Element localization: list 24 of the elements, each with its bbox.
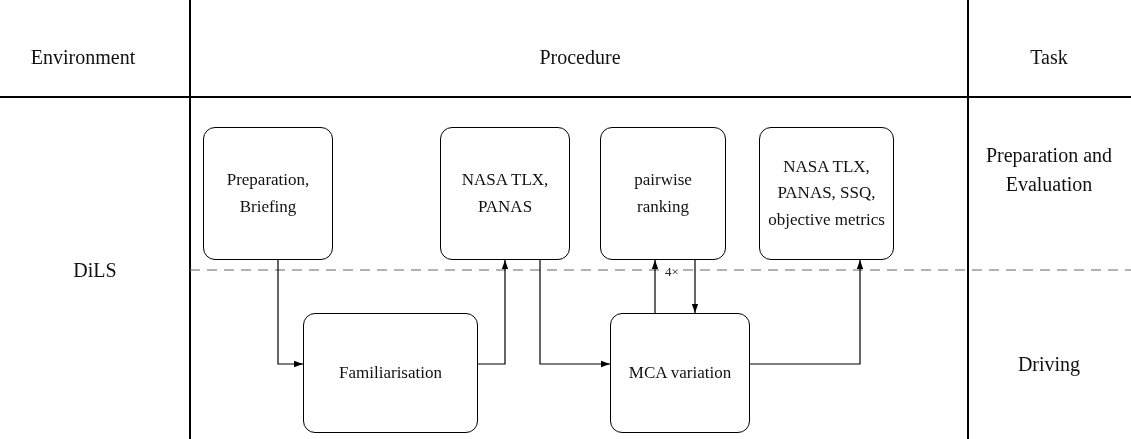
process-box — [759, 127, 894, 260]
process-box — [203, 127, 333, 260]
arrow — [651, 259, 659, 314]
arrow — [477, 259, 509, 365]
row-label: DiLS — [72, 257, 118, 283]
box-text: pairwise ranking — [633, 169, 693, 218]
column-header: Task — [1029, 44, 1069, 70]
arrow — [749, 259, 864, 365]
process-box — [610, 313, 750, 433]
process-box — [303, 313, 478, 433]
column-header: Procedure — [538, 44, 622, 70]
box-text: NASA TLX, PANAS — [460, 169, 550, 218]
box-text: Preparation, Briefing — [225, 169, 311, 218]
column-header: Environment — [29, 44, 137, 70]
row-label: Driving — [1016, 351, 1082, 378]
box-text: NASA TLX, PANAS, SSQ, objective metrics — [767, 156, 886, 231]
row-label: Preparation and Evaluation — [984, 143, 1114, 197]
arrow — [691, 259, 699, 314]
arrow — [539, 259, 611, 368]
arrow — [277, 259, 304, 368]
box-text: MCA variation — [628, 361, 732, 384]
process-box — [440, 127, 570, 260]
process-box — [600, 127, 726, 260]
box-text: Familiarisation — [339, 361, 442, 384]
